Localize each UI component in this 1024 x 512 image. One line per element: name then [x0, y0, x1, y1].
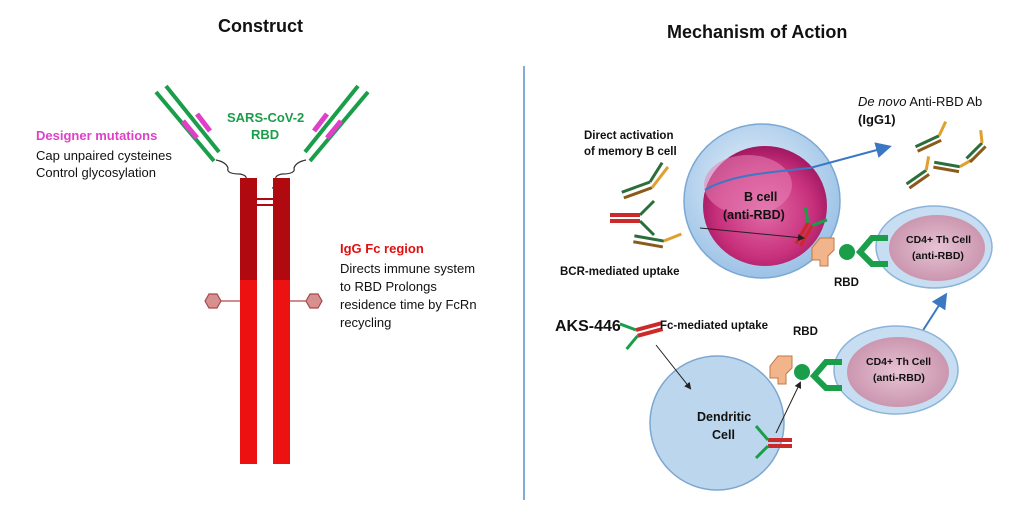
rbd-top-label: RBD: [834, 277, 859, 289]
direct-activation-line1: Direct activation: [584, 130, 674, 142]
de-novo-label: De novo Anti-RBD Ab: [858, 94, 983, 109]
cap-cysteines-text: Cap unpaired cysteines: [36, 148, 172, 163]
arrow-to-antibodies: [704, 142, 892, 191]
b-cell-label-line1: B cell: [744, 190, 778, 204]
direct-activation-line2: of memory B cell: [584, 146, 677, 158]
rbd-bottom-label: RBD: [793, 326, 818, 338]
dendritic-cell: [649, 355, 785, 491]
igg1-label: (IgG1): [858, 112, 896, 127]
de-novo-antibodies: [905, 121, 987, 190]
control-glyco-text: Control glycosylation: [36, 165, 156, 180]
fc-uptake-arrow: [655, 344, 692, 390]
bcr-uptake-label: BCR-mediated uptake: [560, 266, 680, 278]
fc-region-label: IgG Fc region: [340, 241, 424, 256]
arrow-th-cells: [919, 292, 948, 336]
fc-desc-line4: recycling: [340, 315, 392, 330]
dendritic-label-line2: Cell: [712, 428, 735, 442]
th-cell-top: [875, 205, 993, 289]
glycan-right: [305, 293, 323, 309]
antibody-construct: [154, 84, 370, 464]
bcr-antibodies: [610, 161, 682, 249]
th-cell-bottom: [833, 325, 959, 415]
uptake-arrow-inside: [699, 227, 805, 242]
glycan-left: [204, 293, 222, 309]
fc-desc-line2: to RBD Prolongs: [340, 279, 437, 294]
fc-chain-left: [240, 280, 257, 464]
rbd-ball-bottom: [794, 364, 810, 380]
tcr-bottom: [809, 359, 842, 391]
tcr-top: [855, 235, 888, 267]
th-cell-bottom-line1: CD4+ Th Cell: [866, 356, 932, 368]
designer-mutations-label: Designer mutations: [36, 128, 158, 143]
fc-desc-line1: Directs immune system: [340, 261, 476, 276]
th-cell-top-line1: CD4+ Th Cell: [906, 234, 972, 246]
b-cell-label-line2: (anti-RBD): [723, 208, 785, 222]
rbd-label-line1: SARS-CoV-2: [227, 110, 305, 125]
construct-title: Construct: [218, 16, 303, 36]
mhc-top: [811, 237, 835, 267]
dendritic-label-line1: Dendritic: [697, 410, 752, 424]
internalized-antibody: [794, 207, 828, 247]
aks-antibody: [619, 321, 664, 351]
rbd-ball-top: [839, 244, 855, 260]
dendritic-antibody: [754, 425, 792, 460]
th-cell-top-line2: (anti-RBD): [912, 250, 964, 262]
fc-desc-line3: residence time by FcRn: [340, 297, 477, 312]
fc-chain-right-dark: [273, 178, 290, 280]
aks-label: AKS-446: [555, 318, 621, 335]
fc-uptake-label: Fc-mediated uptake: [660, 320, 768, 332]
mhc-bottom: [769, 355, 793, 385]
dc-presentation-arrow: [775, 381, 801, 434]
th-cell-bottom-line2: (anti-RBD): [873, 372, 925, 384]
rbd-arm-right: [303, 84, 370, 163]
rbd-label-line2: RBD: [251, 127, 280, 142]
rbd-arm-left: [154, 84, 221, 163]
mechanism-title: Mechanism of Action: [667, 22, 848, 42]
fc-chain-left-dark: [240, 178, 257, 280]
fc-chain-right: [273, 280, 290, 464]
